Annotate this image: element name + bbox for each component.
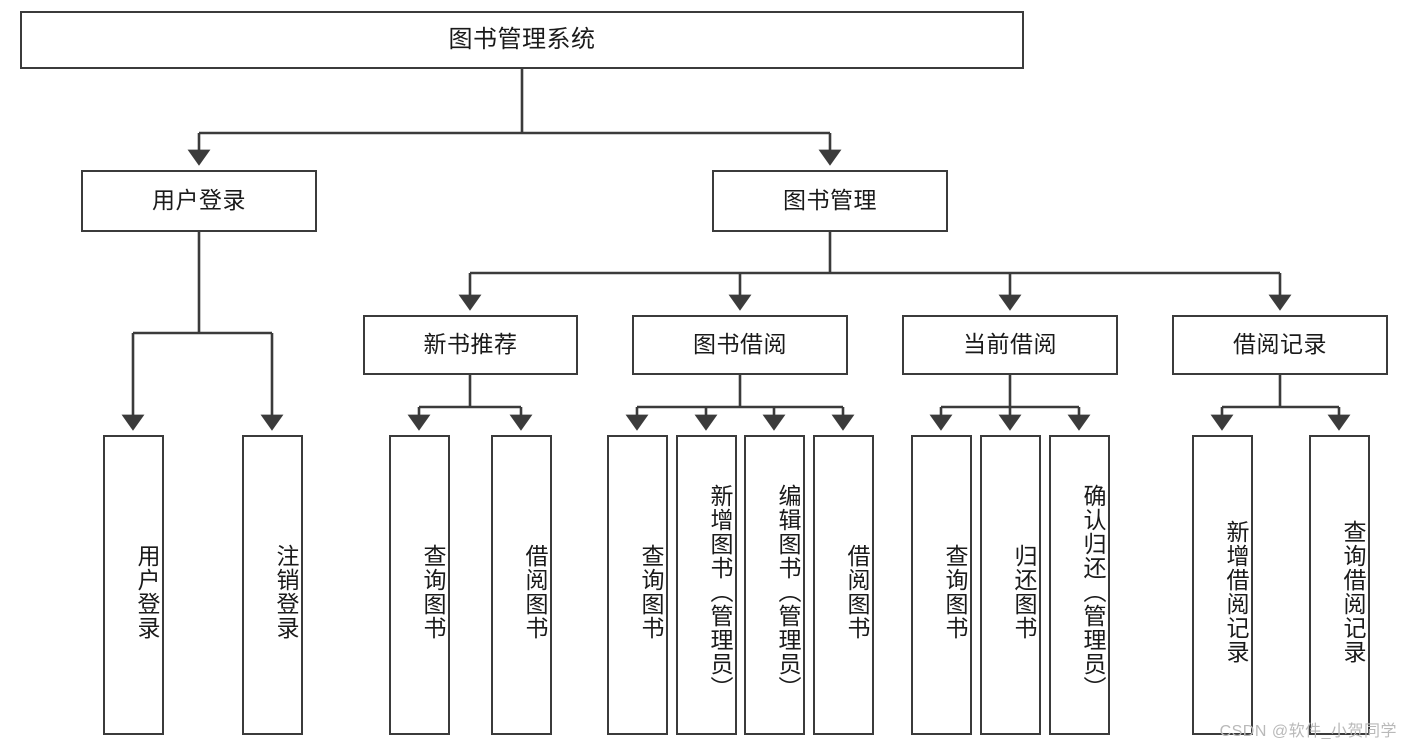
node-label: 用户登录 [152, 187, 246, 214]
leaf-borrow-book-recommendation[interactable]: 借阅图书 [491, 435, 552, 735]
node-label: 查询图书 [420, 544, 446, 640]
node-label: 查询图书 [638, 544, 664, 640]
leaf-add-borrowing-record[interactable]: 新增借阅记录 [1192, 435, 1253, 735]
node-label: 新增图书（管理员） [707, 484, 733, 700]
node-label: 图书管理 [783, 187, 877, 214]
leaf-query-book-borrowing[interactable]: 查询图书 [607, 435, 668, 735]
leaf-add-book-admin[interactable]: 新增图书（管理员） [676, 435, 737, 735]
node-root-book-management-system[interactable]: 图书管理系统 [20, 11, 1024, 69]
leaf-query-book-current[interactable]: 查询图书 [911, 435, 972, 735]
node-label: 归还图书 [1011, 544, 1037, 640]
node-label: 编辑图书（管理员） [775, 484, 801, 700]
leaf-return-book[interactable]: 归还图书 [980, 435, 1041, 735]
watermark-text: CSDN @软件_小贺同学 [1219, 723, 1397, 740]
node-label: 借阅图书 [522, 544, 548, 640]
node-label: 图书借阅 [693, 331, 787, 358]
node-label: 查询借阅记录 [1340, 520, 1366, 664]
node-label: 新增借阅记录 [1223, 520, 1249, 664]
leaf-edit-book-admin[interactable]: 编辑图书（管理员） [744, 435, 805, 735]
leaf-user-login[interactable]: 用户登录 [103, 435, 164, 735]
node-book-borrowing[interactable]: 图书借阅 [632, 315, 848, 375]
node-label: 图书管理系统 [448, 25, 596, 53]
node-borrowing-record[interactable]: 借阅记录 [1172, 315, 1388, 375]
node-label: 新书推荐 [423, 331, 518, 358]
node-label: 借阅记录 [1233, 331, 1327, 358]
node-label: 注销登录 [273, 544, 299, 640]
node-new-book-recommendation[interactable]: 新书推荐 [363, 315, 578, 375]
leaf-logout-login[interactable]: 注销登录 [242, 435, 303, 735]
node-label: 确认归还（管理员） [1080, 484, 1106, 700]
node-current-borrowing[interactable]: 当前借阅 [902, 315, 1118, 375]
leaf-borrow-book-borrowing[interactable]: 借阅图书 [813, 435, 874, 735]
leaf-confirm-return-admin[interactable]: 确认归还（管理员） [1049, 435, 1110, 735]
node-label: 查询图书 [942, 544, 968, 640]
node-book-management[interactable]: 图书管理 [712, 170, 948, 232]
node-user-login[interactable]: 用户登录 [81, 170, 317, 232]
node-label: 用户登录 [134, 544, 160, 640]
leaf-query-borrowing-record[interactable]: 查询借阅记录 [1309, 435, 1370, 735]
leaf-query-book-recommendation[interactable]: 查询图书 [389, 435, 450, 735]
node-label: 当前借阅 [963, 331, 1057, 358]
node-label: 借阅图书 [844, 544, 870, 640]
